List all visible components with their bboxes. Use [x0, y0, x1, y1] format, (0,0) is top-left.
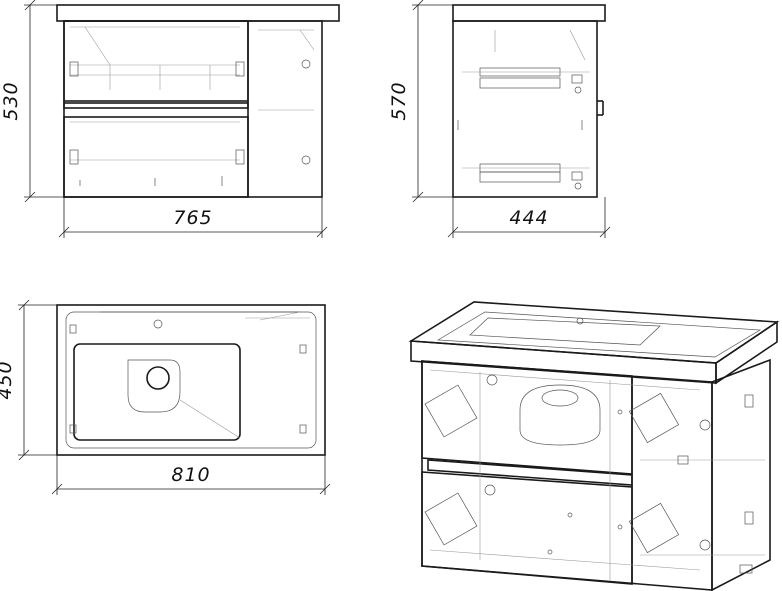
front-lower-drawer: [63, 116, 249, 198]
iso-basin-rim: [436, 311, 762, 358]
side-depth-dimension: 444: [447, 197, 611, 238]
basin-outline: [73, 343, 241, 441]
top-width-dimension: 810: [51, 455, 331, 495]
isometric-view: [408, 301, 780, 591]
top-depth-dimension: 450: [0, 299, 57, 461]
side-height-dimension: 570: [388, 0, 453, 203]
front-height-dimension: 530: [0, 0, 64, 203]
top-depth-label: 450: [0, 360, 16, 399]
side-depth-label: 444: [509, 207, 548, 229]
front-drawer-handle-gap: [63, 102, 249, 109]
side-view: 570 444: [388, 0, 611, 238]
basin-bowl: [127, 359, 181, 413]
side-cabinet-body: [452, 20, 598, 198]
side-height-label: 570: [388, 81, 410, 120]
iso-countertop-front: [410, 340, 717, 384]
front-width-dimension: 765: [58, 197, 328, 238]
iso-countertop-side: [715, 320, 778, 385]
front-cabinet-body: [63, 20, 323, 198]
front-height-label: 530: [0, 81, 22, 120]
front-width-label: 765: [173, 207, 212, 229]
iso-internal-hardware: [424, 369, 765, 580]
front-upper-drawer: [63, 20, 249, 102]
drain-icon: [146, 366, 170, 390]
front-countertop: [56, 4, 340, 22]
iso-basin: [469, 317, 661, 346]
top-inner-rim: [65, 311, 317, 449]
front-view: 530 765: [0, 0, 340, 238]
side-internal-hardware: [457, 29, 590, 190]
iso-lower-drawer: [421, 471, 633, 585]
iso-upper-drawer: [421, 360, 633, 475]
top-width-label: 810: [171, 464, 210, 486]
iso-cabinet-side: [711, 358, 771, 591]
top-countertop-outline: [56, 304, 326, 456]
side-countertop: [452, 4, 606, 22]
top-view: 450 810: [0, 299, 331, 495]
iso-drawer-handle: [427, 459, 633, 486]
front-internal-hardware: [69, 26, 315, 186]
faucet-hole: [153, 319, 163, 329]
